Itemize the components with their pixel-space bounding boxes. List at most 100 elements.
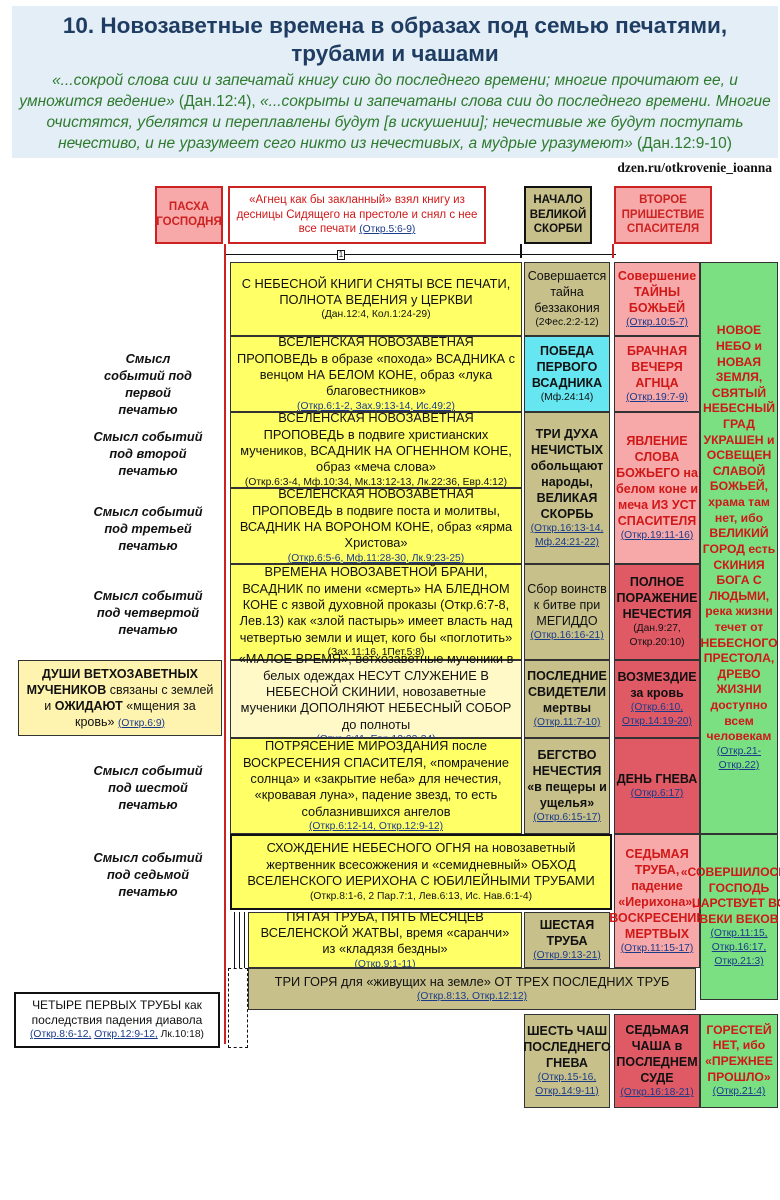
main-row-text: ПОТРЯСЕНИЕ МИРОЗДАНИЯ после ВОСКРЕСЕНИЯ … <box>242 738 510 819</box>
main-row-2: ВСЕЛЕНСКАЯ НОВОЗАВЕТНАЯ ПРОПОВЕДЬ в обра… <box>230 334 522 412</box>
main-row-9: ПЯТАЯ ТРУБА, ПЯТЬ МЕСЯЦЕВ ВСЕЛЕНСКОЙ ЖАТ… <box>248 908 522 970</box>
col4-ref: (Откр.19:7-9) <box>626 392 688 404</box>
pascha-box: ПАСХА ГОСПОДНЯ <box>155 186 223 244</box>
col5-row-2: «СОВЕРШИЛОСЬ», ГОСПОДЬ ЦАРСТВУЕТ ВО ВЕКИ… <box>681 834 780 1000</box>
col4-row-6: ДЕНЬ ГНЕВА (Откр.6:17) <box>614 738 700 834</box>
four-trumpets-box: ЧЕТЫРЕ ПЕРВЫХ ТРУБЫ как последствия паде… <box>14 992 220 1048</box>
lamb-text: «Агнец как бы закланный» взял книгу из д… <box>236 193 478 236</box>
quote-part2: «...сокрыты и запечатаны слова сии до по… <box>46 93 771 152</box>
souls-b: связаны с землей и <box>44 682 214 713</box>
col4-row-2: БРАЧНАЯ ВЕЧЕРЯ АГНЦА (Откр.19:7-9) <box>614 336 700 412</box>
main-row-ref: (Откр.9:1-11) <box>354 958 416 970</box>
col4-row-7: СЕДЬМАЯ ТРУБА, падение «Иерихона», ВОСКР… <box>609 834 705 968</box>
col4-ref: (Откр.16:18-21) <box>620 1087 694 1099</box>
col4-text: БРАЧНАЯ ВЕЧЕРЯ АГНЦА <box>626 344 688 391</box>
souls-ref: (Откр.6:9) <box>117 717 165 729</box>
quote-ref1: (Дан.12:4), <box>178 93 256 110</box>
col5-row-3: ГОРЕСТЕЙ НЕТ, ибо «ПРЕЖНЕЕ ПРОШЛО» (Откр… <box>700 1014 778 1108</box>
coming-line <box>612 244 614 258</box>
col4-ref: (Откр.6:10, Откр.14:19-20) <box>622 702 692 727</box>
col4-text: ПОЛНОЕ ПОРАЖЕНИЕ НЕЧЕСТИЯ <box>616 575 698 622</box>
quote-ref2: (Дан.12:9-10) <box>637 135 732 152</box>
three-woes-text: ТРИ ГОРЯ для «живущих на земле» ОТ ТРЕХ … <box>274 973 670 989</box>
col3-row-3: ТРИ ДУХА НЕЧИСТЫХ обольщают народы, ВЕЛИ… <box>524 412 610 564</box>
col3-text: Сбор воинств к битве при МЕГИДДО <box>527 582 607 629</box>
marker: 1 <box>337 250 345 260</box>
col4-text: ЯВЛЕНИЕ СЛОВА БОЖЬЕГО на белом коне и ме… <box>615 434 699 529</box>
label-seal6: Смысл событий под шестой печатью <box>93 763 203 812</box>
quote-part1: «...сокрой слова сии и запечатай книгу с… <box>19 72 738 110</box>
main-row-3: ВСЕЛЕНСКАЯ НОВОЗАВЕТНАЯ ПРОПОВЕДЬ в подв… <box>230 410 522 488</box>
main-row-text: ВСЕЛЕНСКАЯ НОВОЗАВЕТНАЯ ПРОПОВЕДЬ в подв… <box>240 410 512 475</box>
label-seal1: Смысл событий под первой печатью <box>104 351 192 417</box>
main-row-ref: (Откр.6:5-6, Мф.11:28-30, Лк.9:23-25) <box>287 552 465 564</box>
lamb-ref: (Откр.5:6-9) <box>359 224 416 236</box>
col5-ref: (Откр.11:15, Откр.16:17, Откр.21:3) <box>710 928 768 968</box>
col3-text: ПОБЕДА ПЕРВОГО ВСАДНИКА <box>531 344 603 391</box>
main-row-8: СХОЖДЕНИЕ НЕБЕСНОГО ОГНЯ на новозаветный… <box>230 834 612 910</box>
sorrow-box: НАЧАЛО ВЕЛИКОЙ СКОРБИ <box>524 186 592 244</box>
label-seal4: Смысл событий под четвертой печатью <box>93 588 203 637</box>
col5-ref: (Откр.21-Откр.22) <box>716 745 762 771</box>
page-title: 10. Новозаветные времена в образах под с… <box>62 13 728 66</box>
main-row-7: ПОТРЯСЕНИЕ МИРОЗДАНИЯ после ВОСКРЕСЕНИЯ … <box>230 738 522 834</box>
col4-ref: (Откр.6:17) <box>630 788 684 800</box>
main-row-text: ВРЕМЕНА НОВОЗАВЕТНОЙ БРАНИ, ВСАДНИК по и… <box>239 564 513 645</box>
col4-ref: (Дан.9:27, Откр.20:10) <box>629 623 685 648</box>
col4-row-4: ПОЛНОЕ ПОРАЖЕНИЕ НЕЧЕСТИЯ (Дан.9:27, Отк… <box>614 564 700 660</box>
souls-d: «мщения за кровь» <box>75 698 196 729</box>
col3-ref: (2Фес.2:2-12) <box>535 317 599 329</box>
main-row-text: «МАЛОЕ ВРЕМЯ», ветхозаветные мученики в … <box>238 651 514 732</box>
lamb-box: «Агнец как бы закланный» взял книгу из д… <box>228 186 486 244</box>
col5-text: «СОВЕРШИЛОСЬ», ГОСПОДЬ ЦАРСТВУЕТ ВО ВЕКИ… <box>680 864 780 926</box>
col3-ref: (Откр.16:13-14, Мф.24:21-22) <box>530 523 604 548</box>
col3-row-7: ШЕСТАЯ ТРУБА (Откр.9:13-21) <box>524 912 610 968</box>
col4-row-1: Совершение ТАЙНЫ БОЖЬЕЙ (Откр.10:5-7) <box>614 262 700 336</box>
col3-text: БЕГСТВО НЕЧЕСТИЯ «в пещеры и ущелья» <box>527 748 607 811</box>
main-row-4: ВСЕЛЕНСКАЯ НОВОЗАВЕТНАЯ ПРОПОВЕДЬ в подв… <box>230 486 522 564</box>
main-row-ref: (Зах.11:16, 1Пет.5:8) <box>327 647 425 658</box>
col5-row-1: НОВОЕ НЕБО и НОВАЯ ЗЕМЛЯ, СВЯТЫЙ НЕБЕСНЫ… <box>700 262 778 834</box>
col4-text: ВОЗМЕЗДИЕ за кровь <box>617 670 697 701</box>
second-coming-box: ВТОРОЕ ПРИШЕСТВИЕ СПАСИТЕЛЯ <box>614 186 712 244</box>
col3-ref: (Откр.15-16, Откр.14:9-11) <box>535 1072 599 1097</box>
label-seal2: Смысл событий под второй печатью <box>93 429 203 478</box>
main-row-ref: (Откр.8:1-6, 2 Пар.7:1, Лев.6:13, Ис. На… <box>309 890 533 902</box>
stripe-line <box>244 912 245 968</box>
main-row-ref: (Дан.12:4, Кол.1:24-29) <box>321 309 431 321</box>
souls-box: ДУШИ ВЕТХОЗАВЕТНЫХ МУЧЕНИКОВ связаны с з… <box>18 660 222 736</box>
main-row-text: ВСЕЛЕНСКАЯ НОВОЗАВЕТНАЯ ПРОПОВЕДЬ в обра… <box>237 334 515 399</box>
souls-a: ДУШИ ВЕТХОЗАВЕТНЫХ МУЧЕНИКОВ <box>26 666 199 697</box>
three-woes: ТРИ ГОРЯ для «живущих на земле» ОТ ТРЕХ … <box>248 968 696 1010</box>
col3-text: Совершается тайна беззакония <box>527 269 607 316</box>
col3-text: ПОСЛЕДНИЕ СВИДЕТЕЛИ мертвы <box>527 669 607 716</box>
col3-ref: (Откр.16:16-21) <box>530 630 604 642</box>
main-row-text: ВСЕЛЕНСКАЯ НОВОЗАВЕТНАЯ ПРОПОВЕДЬ в подв… <box>239 486 513 551</box>
col5-text: НОВОЕ НЕБО и НОВАЯ ЗЕМЛЯ, СВЯТЫЙ НЕБЕСНЫ… <box>700 323 778 744</box>
main-row-ref: (Откр.6:12-14, Откр.12:9-12) <box>308 821 444 832</box>
col4-row-5: ВОЗМЕЗДИЕ за кровь (Откр.6:10, Откр.14:1… <box>614 660 700 738</box>
main-row-text: ПЯТАЯ ТРУБА, ПЯТЬ МЕСЯЦЕВ ВСЕЛЕНСКОЙ ЖАТ… <box>260 908 510 957</box>
col4-text: СЕДЬМАЯ ЧАША в ПОСЛЕДНЕМ СУДЕ <box>616 1023 698 1086</box>
col3-text: ТРИ ДУХА НЕЧИСТЫХ обольщают народы, ВЕЛИ… <box>530 427 604 522</box>
header: 10. Новозаветные времена в образах под с… <box>12 6 778 158</box>
col3-row-8: ШЕСТЬ ЧАШ ПОСЛЕДНЕГО ГНЕВА (Откр.15-16, … <box>523 1014 611 1108</box>
col4-ref: (Откр.11:15-17) <box>620 943 694 955</box>
col3-row-4: Сбор воинств к битве при МЕГИДДО (Откр.1… <box>524 564 610 660</box>
three-woes-ref: (Откр.8:13, Откр.12:12) <box>416 991 528 1003</box>
connector-line <box>226 254 616 255</box>
main-row-text: С НЕБЕСНОЙ КНИГИ СНЯТЫ ВСЕ ПЕЧАТИ, ПОЛНО… <box>241 275 511 308</box>
col4-text: СЕДЬМАЯ ТРУБА, падение «Иерихона», ВОСКР… <box>609 847 705 942</box>
source-link[interactable]: dzen.ru/otkrovenie_ioanna <box>617 160 772 175</box>
col3-ref: (Откр.11:7-10) <box>533 717 601 729</box>
col4-ref: (Откр.19:11-16) <box>620 530 694 542</box>
col3-ref: (Откр.9:13-21) <box>533 950 601 962</box>
col4-row-3: ЯВЛЕНИЕ СЛОВА БОЖЬЕГО на белом коне и ме… <box>614 412 700 564</box>
col3-text: ШЕСТАЯ ТРУБА <box>539 918 595 949</box>
label-seal3: Смысл событий под третьей печатью <box>93 504 203 553</box>
ref-link: Откр.12:9-12, <box>94 1029 158 1041</box>
col4-text: Совершение ТАЙНЫ БОЖЬЕЙ <box>617 269 697 316</box>
col3-ref: (Мф.24:14) <box>540 392 594 404</box>
col3-text: ШЕСТЬ ЧАШ ПОСЛЕДНЕГО ГНЕВА <box>523 1024 611 1071</box>
main-row-ref: (Откр.6:3-4, Мф.10:34, Мк.13:12-13, Лк.2… <box>244 476 508 488</box>
